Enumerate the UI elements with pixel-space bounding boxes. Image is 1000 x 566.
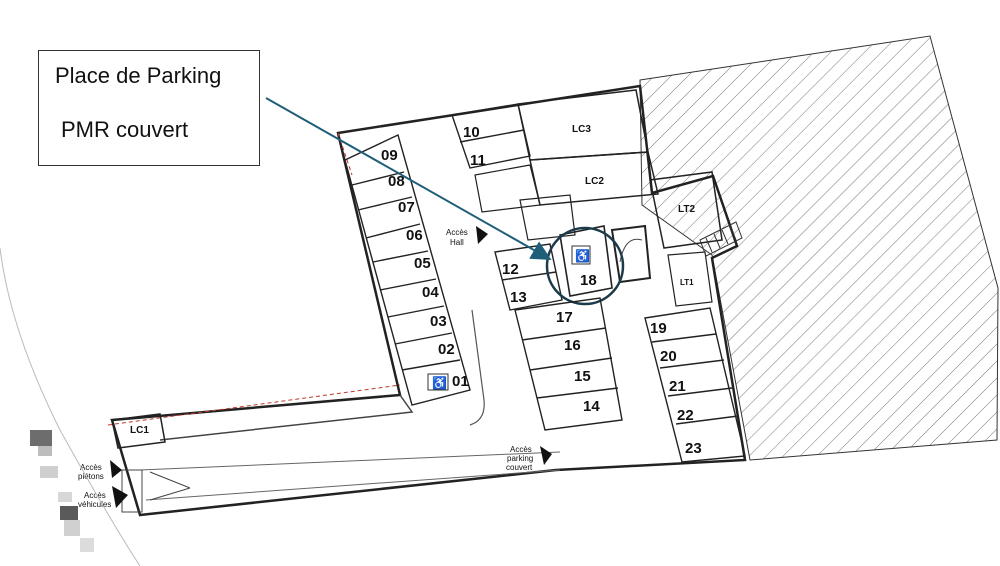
wheelchair-icon: ♿: [575, 249, 590, 263]
spots-10-11: [451, 103, 531, 169]
access-parking-line2: parking: [507, 454, 533, 463]
room-lc2-label: LC2: [585, 176, 604, 187]
room-lc1: [111, 413, 166, 449]
spot-07: 07: [398, 199, 415, 216]
spot-19: 19: [650, 320, 667, 337]
callout-line1: Place de Parking: [55, 63, 222, 88]
spot-02: 02: [438, 341, 455, 358]
street-edge: [0, 247, 141, 566]
callout-arrow: [265, 97, 552, 260]
spot-03: 03: [430, 313, 447, 330]
spot-10: 10: [463, 124, 480, 141]
lobby-room: [519, 194, 576, 241]
pmr-marking-18: [571, 245, 591, 265]
access-hall-line2: Hall: [450, 238, 464, 247]
access-pietons-line2: piétons: [78, 472, 104, 481]
spot-20: 20: [660, 348, 677, 365]
spot-11: 11: [470, 152, 486, 169]
access-parking-arrow: [540, 446, 552, 465]
access-parking-line3: couvert: [506, 463, 533, 472]
red-boundary: [107, 384, 401, 426]
service-room: [474, 164, 541, 213]
aisle-curve: [469, 309, 485, 426]
spot-18: 18: [580, 272, 597, 289]
room-lc1-label: LC1: [130, 425, 149, 436]
pmr-marking-01: [427, 373, 449, 391]
callout-line2: PMR couvert: [61, 117, 189, 142]
spot-04: 04: [422, 284, 439, 301]
spot-16: 16: [564, 337, 581, 354]
callout-box: Place de Parking PMR couvert: [38, 50, 260, 166]
spot-12: 12: [502, 261, 519, 278]
access-vehicules-line2: véhicules: [78, 500, 111, 509]
spot-08: 08: [388, 173, 405, 190]
spot-09: 09: [381, 147, 398, 164]
spot-22: 22: [677, 407, 694, 424]
pmr-highlight-circle: [545, 226, 625, 306]
access-parking-line1: Accès: [510, 445, 532, 454]
ramp-corridor: [159, 394, 414, 441]
spot-13: 13: [510, 289, 527, 306]
left-parking-column: [344, 134, 471, 406]
spots-14-17: [514, 297, 623, 431]
room-lt1: [667, 251, 713, 307]
access-vehicules-line1: Accès: [84, 491, 106, 500]
access-hall-line1: Accès: [446, 228, 468, 237]
access-pietons-arrow: [110, 460, 122, 478]
exterior-stairs: [699, 221, 743, 257]
access-hall-arrow: [476, 226, 488, 244]
spot-17: 17: [556, 309, 573, 326]
spot-05: 05: [414, 255, 431, 272]
entrance-gates: [121, 469, 191, 513]
access-vehicules-arrow: [112, 486, 128, 508]
ramp-lower-2: [145, 469, 561, 501]
spot-14: 14: [583, 398, 600, 415]
wheelchair-icon: ♿: [432, 376, 447, 390]
blurred-redaction: [30, 430, 94, 552]
room-lt2: [649, 171, 723, 249]
ramp-lower: [139, 451, 561, 471]
spot-06: 06: [406, 227, 423, 244]
room-lt1-label: LT1: [680, 278, 694, 287]
room-lc3-label: LC3: [572, 124, 591, 135]
spots-19-23: [644, 307, 746, 463]
spot-21: 21: [669, 378, 686, 395]
hatched-zone: [639, 35, 999, 461]
access-pietons-line1: Accès: [80, 463, 102, 472]
spot-01: 01: [452, 373, 469, 390]
stair-core: [610, 224, 652, 284]
spot-23: 23: [685, 440, 702, 457]
spot-15: 15: [574, 368, 591, 385]
room-lt2-label: LT2: [678, 204, 695, 215]
